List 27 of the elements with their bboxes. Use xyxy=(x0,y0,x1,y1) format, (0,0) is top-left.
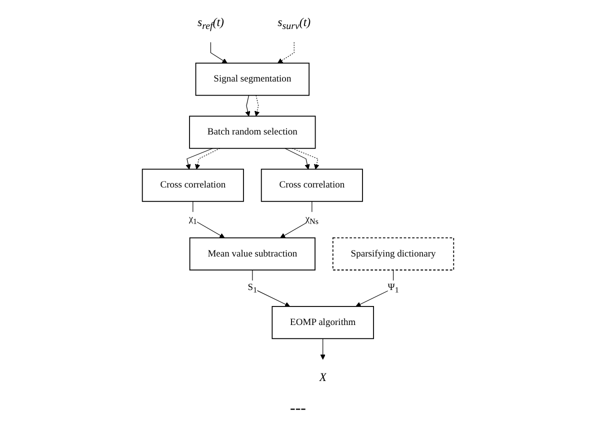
node-text: X xyxy=(319,370,326,384)
arrow xyxy=(284,148,310,170)
arrow xyxy=(186,148,213,170)
node-box: Signal segmentation xyxy=(195,62,310,96)
arrow xyxy=(210,42,228,64)
arrow xyxy=(245,95,250,116)
arrow xyxy=(292,148,320,170)
edge-label: Ψ$_{1}$ xyxy=(388,282,399,294)
arrow xyxy=(192,201,225,238)
arrow xyxy=(320,338,326,360)
node-box: Cross correlation xyxy=(142,168,244,202)
node-box: Cross correlation xyxy=(260,168,363,202)
ellipsis-mark: --- xyxy=(290,400,306,417)
node-box: Mean value subtraction xyxy=(189,237,316,270)
arrow xyxy=(254,95,260,116)
arrow xyxy=(195,148,220,170)
edge-label: S$_{1}$ xyxy=(248,282,258,294)
arrow xyxy=(252,270,290,307)
edge-label: χ$_{1}$ xyxy=(188,214,198,226)
node-box: Sparsifying dictionary xyxy=(332,237,454,270)
edge-label: χ$_{Ns}$ xyxy=(305,214,318,226)
node-box: Batch random selection xyxy=(189,116,316,149)
arrow xyxy=(280,201,312,238)
arrow xyxy=(278,42,294,64)
node-text: s$_{ref}$(t) xyxy=(197,16,224,32)
node-box: EOMP algorithm xyxy=(272,306,374,340)
node-text: s$_{surv}$(t) xyxy=(278,16,311,32)
